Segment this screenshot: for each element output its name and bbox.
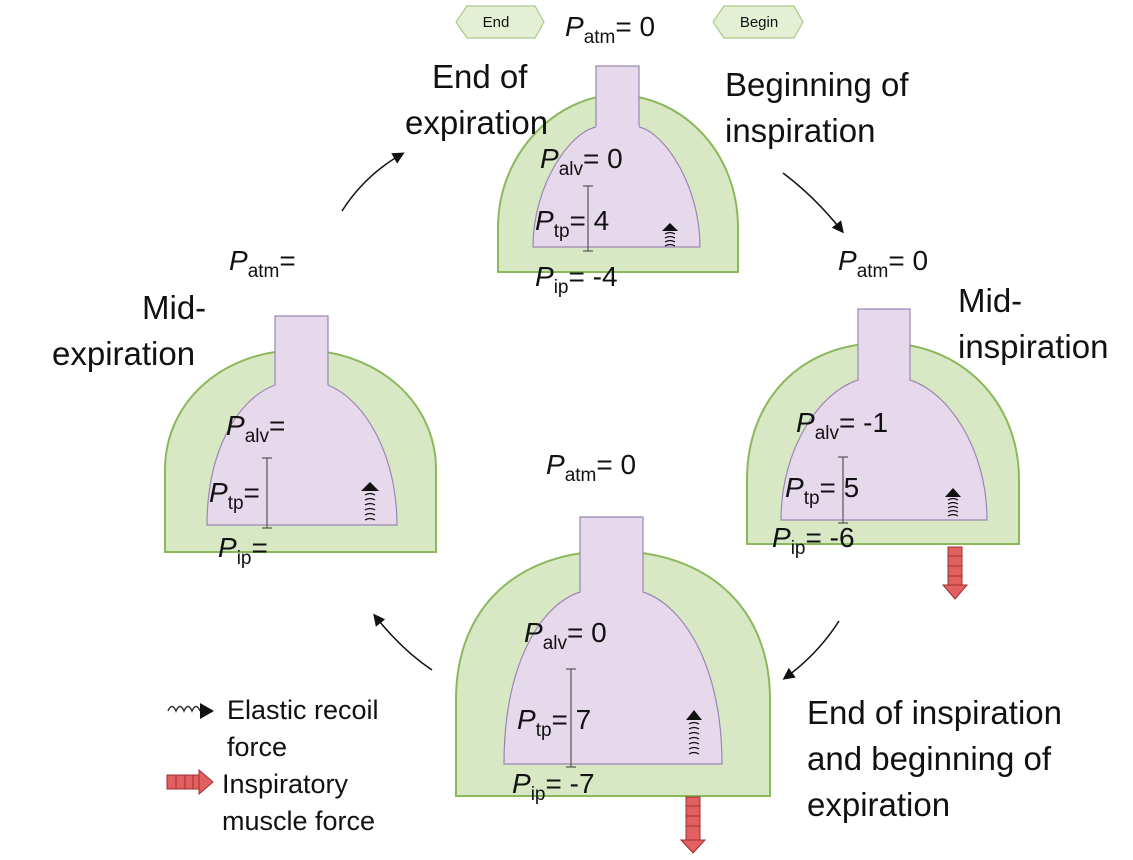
left-patm-label: Patm= — [229, 245, 296, 282]
legend-muscle-line1: Inspiratory — [222, 769, 349, 799]
red-arrow-icon — [679, 796, 707, 854]
right-title2-line2: inspiration — [958, 328, 1108, 365]
left-ptp-label: Ptp= — [209, 477, 260, 514]
legend: Elastic recoil force Inspiratory muscle … — [166, 695, 379, 836]
lung-right — [746, 308, 1020, 600]
left-pip-label: Pip= — [218, 532, 268, 569]
top-title-line1: End of — [432, 58, 528, 95]
cycle-arrow-icon — [341, 152, 405, 212]
bottom-patm-label: Patm= 0 — [546, 449, 636, 486]
top-pip-label: Pip= -4 — [535, 261, 618, 298]
right-pip-label: Pip= -6 — [772, 522, 855, 559]
right-title-line2: inspiration — [725, 112, 875, 149]
end-button-label: End — [483, 14, 510, 31]
bottom-ptp-label: Ptp= 7 — [517, 704, 591, 741]
spring-icon — [167, 703, 214, 719]
spring-icon — [945, 488, 961, 517]
tp-bracket — [262, 457, 272, 529]
bottom-title-line3: expiration — [807, 786, 950, 823]
right-title-line1: Beginning of — [725, 66, 909, 103]
right-palv-label: Palv= -1 — [796, 407, 888, 444]
top-title-line2: expiration — [405, 104, 548, 141]
lung-bottom — [455, 516, 771, 854]
legend-elastic-line1: Elastic recoil — [227, 695, 379, 725]
right-patm-label: Patm= 0 — [838, 245, 928, 282]
bottom-title-line1: End of inspiration — [807, 694, 1062, 731]
tp-bracket — [583, 185, 593, 252]
top-palv-label: Palv= 0 — [540, 143, 623, 180]
end-button[interactable]: End — [455, 5, 545, 39]
red-arrow-icon — [166, 768, 214, 796]
legend-muscle-line2: muscle force — [222, 806, 375, 836]
bottom-palv-label: Palv= 0 — [524, 617, 607, 654]
tp-bracket — [566, 668, 576, 768]
left-title-line2: expiration — [52, 335, 195, 372]
top-ptp-label: Ptp= 4 — [535, 205, 609, 242]
top-patm-label: Patm= 0 — [565, 11, 655, 48]
right-ptp-label: Ptp= 5 — [785, 472, 859, 509]
lung-left — [164, 315, 437, 553]
tp-bracket — [838, 456, 848, 524]
begin-button[interactable]: Begin — [712, 5, 804, 39]
legend-elastic-line2: force — [227, 732, 287, 762]
cycle-arrow-icon — [782, 172, 844, 234]
right-title2-line1: Mid- — [958, 282, 1022, 319]
begin-button-label: Begin — [740, 14, 778, 31]
spring-icon — [662, 223, 678, 247]
left-palv-label: Palv= — [226, 410, 285, 447]
bottom-pip-label: Pip= -7 — [512, 768, 595, 805]
lung-top — [497, 65, 739, 273]
bottom-title-line2: and beginning of — [807, 740, 1052, 777]
left-title-line1: Mid- — [142, 289, 206, 326]
cycle-arrow-icon — [373, 613, 433, 671]
red-arrow-icon — [941, 546, 969, 600]
spring-icon — [686, 710, 702, 755]
spring-icon — [361, 482, 379, 521]
cycle-arrow-icon — [782, 620, 840, 680]
